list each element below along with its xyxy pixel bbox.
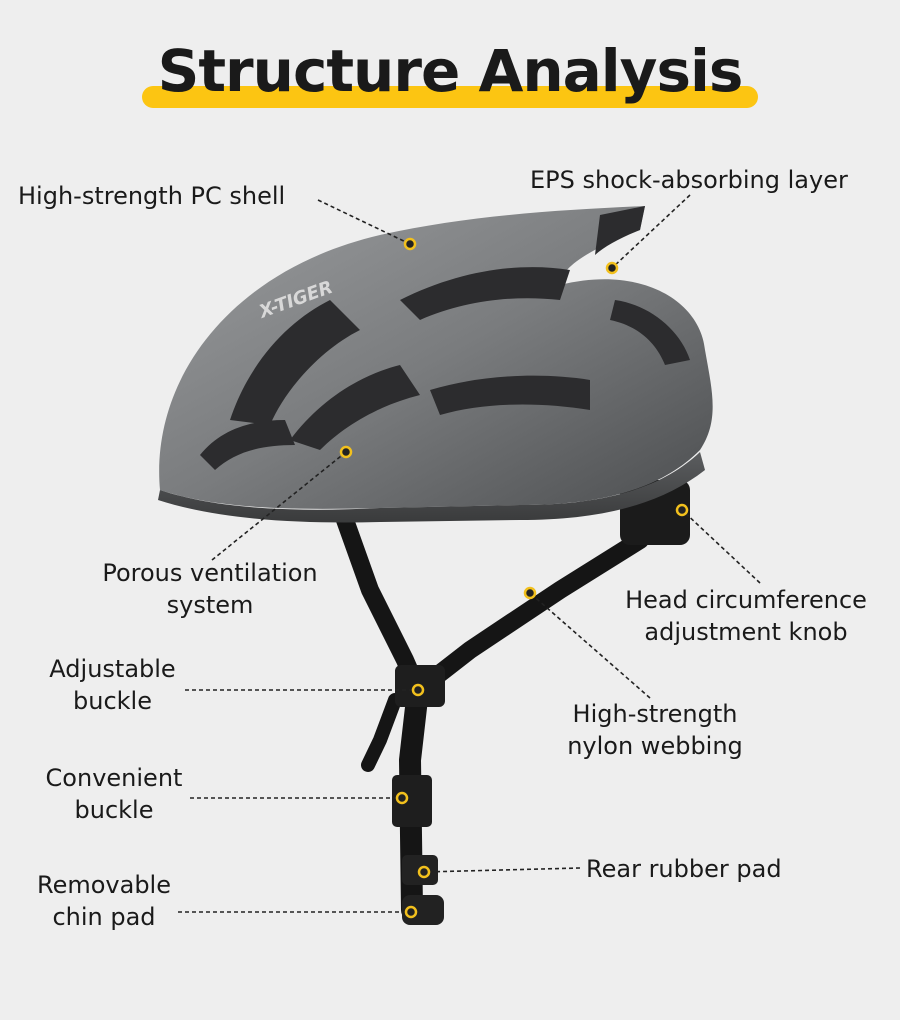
convenient-buckle-shape xyxy=(392,775,432,827)
helmet-shell xyxy=(158,206,713,523)
label-adjustment-knob: Head circumference adjustment knob xyxy=(625,586,867,646)
label-eps-layer: EPS shock-absorbing layer xyxy=(530,166,848,194)
label-convenient-buckle: Convenient buckle xyxy=(45,764,183,824)
label-rear-pad: Rear rubber pad xyxy=(586,855,782,883)
title-underline-bar xyxy=(142,86,758,108)
callout-markers xyxy=(339,237,689,919)
label-chin-pad: Removable chin pad xyxy=(36,871,171,931)
label-ventilation: Porous ventilation system xyxy=(102,559,318,619)
leader-lines xyxy=(178,194,761,913)
label-nylon-webbing: High-strength nylon webbing xyxy=(567,700,743,760)
page-title: Structure Analysis xyxy=(157,37,744,105)
label-adjustable-buckle: Adjustable buckle xyxy=(49,655,176,715)
label-pc-shell: High-strength PC shell xyxy=(18,182,286,210)
